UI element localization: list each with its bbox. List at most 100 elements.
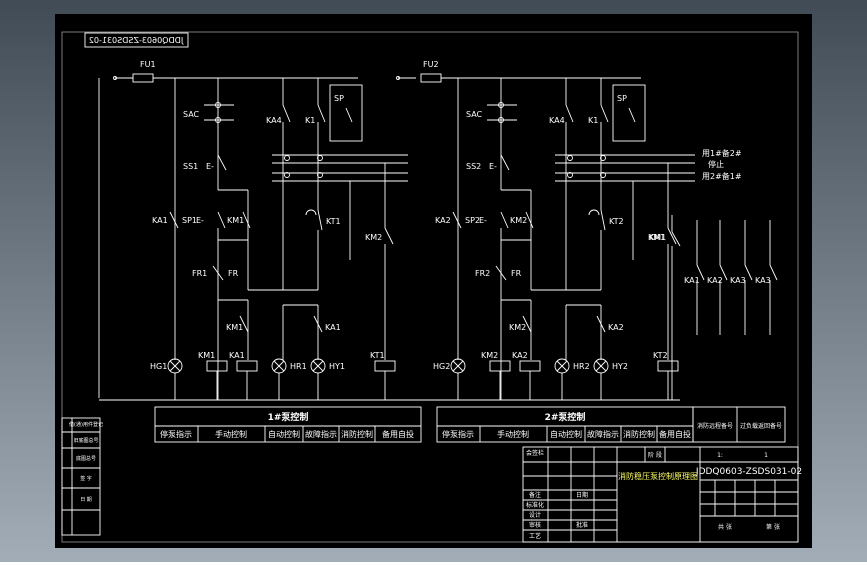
- fr-label: FR: [511, 269, 522, 278]
- col: 消防控制: [341, 429, 373, 439]
- tb-revision: 1: [764, 452, 768, 459]
- col: 备用自投: [659, 429, 691, 439]
- sp-label: SP1: [182, 216, 197, 225]
- group2-title: 2#泵控制: [545, 411, 586, 423]
- fuse-label: FU2: [423, 60, 439, 69]
- tb-scale: 1:: [717, 452, 723, 459]
- aux-label: KA2: [707, 276, 723, 285]
- switch-legend-3: 用2#备1#: [702, 171, 742, 181]
- hr-label: HR2: [573, 362, 590, 371]
- ka-low-label: KA1: [325, 323, 341, 332]
- km-low-label: KM1: [226, 323, 243, 332]
- km-far-label: KM1: [649, 233, 666, 242]
- km-right-label: KM2: [365, 233, 382, 242]
- tb-row: 工艺: [529, 532, 541, 540]
- group1-title: 1#泵控制: [268, 411, 309, 423]
- tb-stage: 阶 段: [648, 451, 662, 459]
- coil-ka-label: KA1: [229, 351, 245, 360]
- coil-ka-label: KA2: [512, 351, 528, 360]
- km-label: KM1: [227, 216, 244, 225]
- aux-label: KA3: [755, 276, 771, 285]
- tb-sheet: 共 张: [718, 523, 732, 531]
- strip-label: 签 字: [80, 475, 92, 482]
- tb-row: 会签栏: [526, 449, 544, 457]
- drawing-paper: [55, 14, 812, 548]
- km-label: KM2: [510, 216, 527, 225]
- circuit-pump-1: FU1 SAC SS1 E- KA1 SP1 E- KM1 FR1 FR KA4: [98, 60, 408, 401]
- hy-label: HY1: [329, 362, 345, 371]
- tb-row: 审核: [529, 521, 541, 529]
- switch-legend-1: 用1#备2#: [702, 148, 742, 158]
- pressure-switch-box: [329, 84, 363, 142]
- inner-frame: [61, 31, 799, 543]
- drawing-number-mirrored: JDDQ0603-ZSDS031-02: [89, 36, 184, 45]
- col: 自动控制: [268, 429, 300, 439]
- pressure-switch-box: [612, 84, 646, 142]
- col: 自动控制: [550, 429, 582, 439]
- tb-row: 批准: [576, 521, 588, 529]
- strip-label: 借(通)用件登记: [69, 421, 103, 428]
- svg-text:E-: E-: [206, 162, 214, 171]
- ka4-label: KA4: [266, 116, 282, 125]
- fr-left-label: FR1: [192, 269, 207, 278]
- circuit-pump-2: FU2 SAC SS2 E- KA2 SP2 E- KM2 FR2 FR KA4…: [396, 60, 695, 400]
- tb-row: 标准化: [526, 501, 544, 509]
- svg-text:E-: E-: [196, 216, 204, 225]
- fr-label: FR: [228, 269, 239, 278]
- strip-label: 日 期: [80, 497, 92, 503]
- col: 停泵指示: [160, 429, 192, 439]
- aux-label: KA3: [730, 276, 746, 285]
- sac-label: SAC: [466, 110, 483, 119]
- col: 故障指示: [305, 429, 337, 439]
- ka-label: KA2: [435, 216, 451, 225]
- coil-kt-label: KT1: [370, 351, 385, 360]
- col: 故障指示: [587, 429, 619, 439]
- fr-left-label: FR2: [475, 269, 490, 278]
- k1-label: K1: [588, 116, 598, 125]
- tb-row: 设计: [529, 511, 541, 519]
- col: 手动控制: [497, 429, 529, 439]
- tb-drawing-no: JDDQ0603-ZSDS031-02: [695, 467, 802, 477]
- remote-col: 过负载返回备号: [740, 422, 782, 430]
- coil-km-label: KM2: [481, 351, 498, 360]
- svg-text:E-: E-: [489, 162, 497, 171]
- aux-label: KA1: [684, 276, 700, 285]
- km-low-label: KM2: [509, 323, 526, 332]
- switch-legend-2: 停止: [708, 159, 724, 169]
- col: 手动控制: [215, 429, 247, 439]
- strip-label: 旧底图总号: [73, 437, 98, 444]
- stop-button-label: SS2: [466, 162, 481, 171]
- ka4-label: KA4: [549, 116, 565, 125]
- title-block: 会签栏 备注 日期 标准化 设计 审核 工艺 批准 消防稳压泵控制原理图 阶 段…: [522, 446, 802, 543]
- strip-label: 底图总号: [76, 455, 96, 462]
- fuse-label: FU1: [140, 60, 156, 69]
- col: 停泵指示: [442, 429, 474, 439]
- hg-label: HG1: [150, 362, 167, 371]
- coil-km-label: KM1: [198, 351, 215, 360]
- function-table: 1#泵控制 停泵指示 手动控制 自动控制 故障指示 消防控制 备用自投 2#泵控…: [154, 406, 786, 443]
- remote-col: 消防远程备号: [697, 422, 733, 430]
- hr-label: HR1: [290, 362, 307, 371]
- kt-label: KT2: [609, 217, 624, 226]
- km-right-label: KM1: [648, 233, 665, 242]
- sac-label: SAC: [183, 110, 200, 119]
- tb-sheet: 第 张: [766, 523, 780, 531]
- coil-kt-label: KT2: [653, 351, 668, 360]
- col: 消防控制: [623, 429, 655, 439]
- tb-row: 日期: [576, 491, 588, 499]
- hg-label: HG2: [433, 362, 450, 371]
- ka-label: KA1: [152, 216, 168, 225]
- svg-text:E-: E-: [479, 216, 487, 225]
- kt-label: KT1: [326, 217, 341, 226]
- sp-label: SP2: [465, 216, 480, 225]
- col: 备用自投: [382, 429, 414, 439]
- tb-row: 备注: [529, 491, 541, 499]
- stop-button-label: SS1: [183, 162, 198, 171]
- ka-low-label: KA2: [608, 323, 624, 332]
- drawing-title: 消防稳压泵控制原理图: [618, 471, 698, 481]
- drawing-number-box: [84, 32, 189, 48]
- side-strip: 借(通)用件登记 旧底图总号 底图总号 签 字 日 期: [61, 417, 103, 536]
- sp-switch-label: SP: [617, 94, 627, 103]
